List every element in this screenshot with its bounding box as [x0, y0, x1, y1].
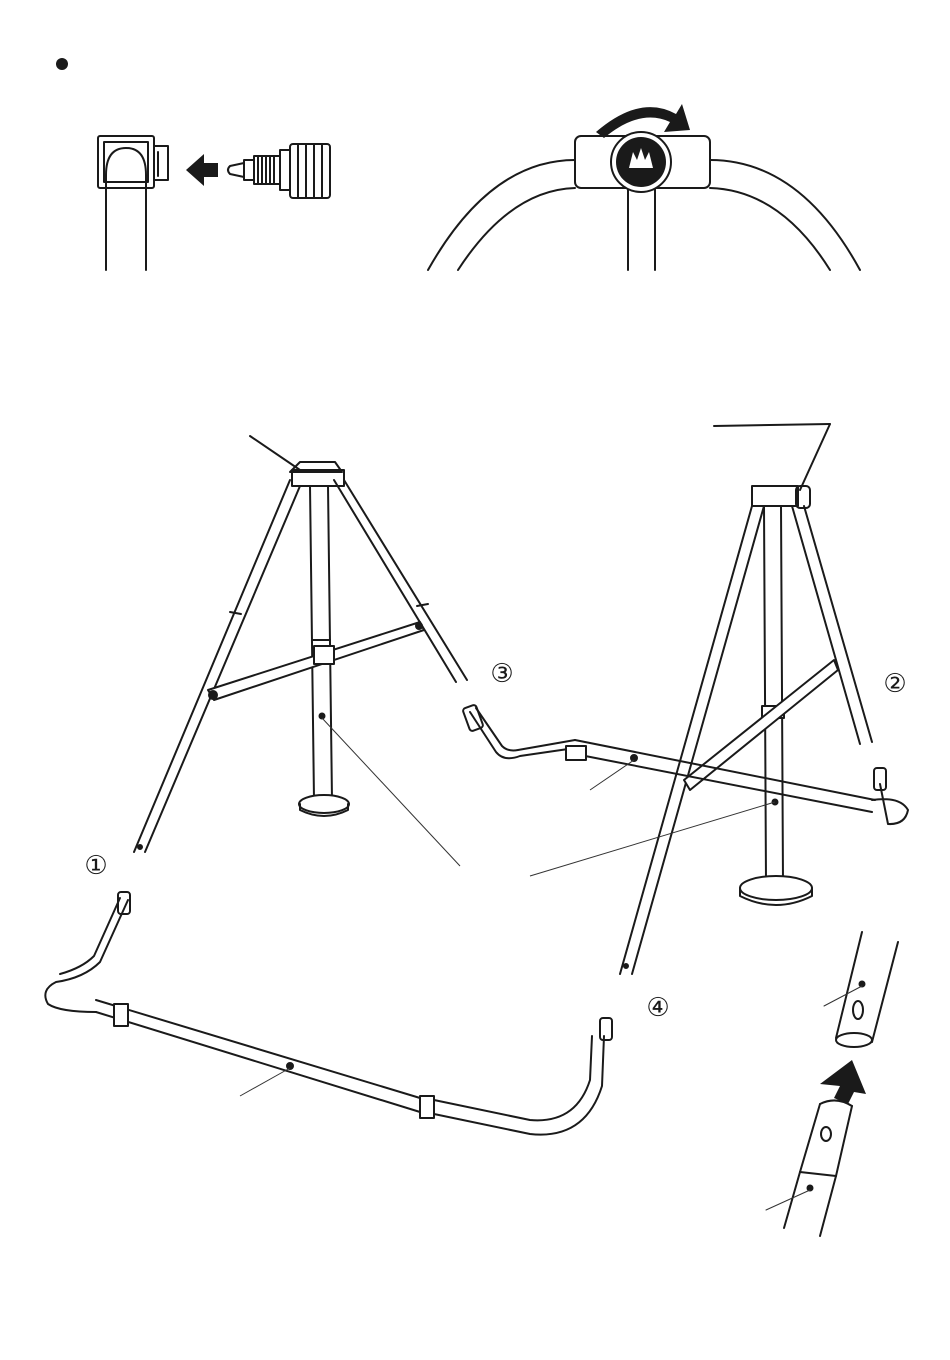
detail-bolt-insertion: [98, 136, 330, 270]
detail-tube-insertion: [766, 932, 898, 1236]
crossbar-upper: [462, 704, 908, 824]
bracket-pole-detail: [98, 136, 168, 270]
lower-tube: [766, 1100, 852, 1236]
main-assembly: ① ② ③ ④: [45, 424, 908, 1135]
bolt-knob: [228, 144, 330, 198]
detail-rotate-knob: [428, 104, 860, 270]
arrow-up-icon: [820, 1060, 866, 1104]
left-tripod: [134, 436, 467, 852]
bullet-dot: [56, 58, 68, 70]
step-label-3: ③: [490, 659, 513, 689]
upper-tube: [824, 932, 898, 1047]
step-label-2: ②: [883, 669, 906, 699]
arrow-left-icon: [186, 154, 218, 186]
step-label-1: ①: [84, 851, 107, 881]
right-tripod: [620, 424, 872, 974]
bottom-bar: [45, 892, 612, 1135]
step-label-4: ④: [646, 993, 669, 1023]
